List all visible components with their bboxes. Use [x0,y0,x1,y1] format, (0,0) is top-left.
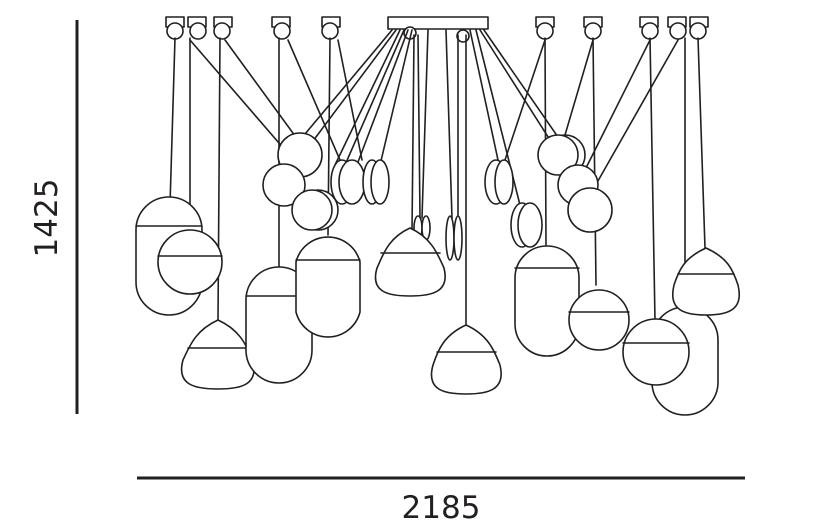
central-canopy [387,16,489,30]
pulley-counterweights [262,132,613,261]
pendant-lamps [135,196,741,416]
ceiling-hooks [165,16,709,40]
height-dimension-label: 1425 [29,179,65,258]
width-dimension-label: 2185 [402,490,481,526]
canopy-knobs [403,26,470,43]
suspension-cables [169,29,706,326]
